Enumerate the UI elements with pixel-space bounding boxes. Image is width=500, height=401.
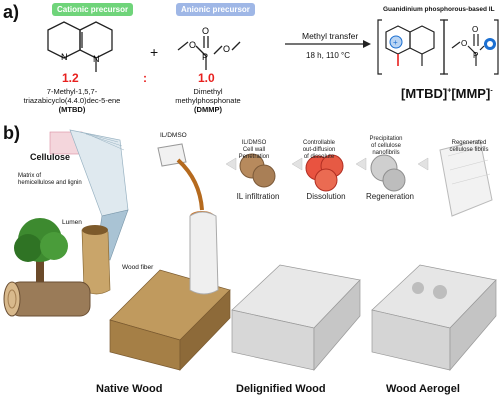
stage-dissolution: Dissolution xyxy=(306,192,346,201)
wood-aerogel-block xyxy=(371,264,497,371)
cellulose-label: Cellulose xyxy=(30,152,71,162)
dmmp-o1: O xyxy=(189,40,196,50)
anion-o2: O xyxy=(472,25,478,34)
plus-sign: + xyxy=(150,44,159,60)
stage-regeneration: Regeneration xyxy=(365,192,415,201)
anion-o1: O xyxy=(461,39,467,48)
delignified-wood-tube xyxy=(189,211,219,295)
wood-aerogel-label: Wood Aerogel xyxy=(386,383,460,395)
wood-fiber-label: Wood fiber xyxy=(122,264,154,271)
panel-b-illustration xyxy=(3,129,497,371)
anionic-badge: Anionic precursor xyxy=(176,3,255,16)
ratio-colon: : xyxy=(143,71,147,85)
anion-p: P xyxy=(473,51,478,60)
cation-structure xyxy=(385,25,435,66)
reaction-arrowhead xyxy=(363,40,371,48)
panel-b-label: b) xyxy=(3,123,20,143)
process-arrows xyxy=(225,157,429,171)
delignified-wood-block xyxy=(231,264,361,371)
anion-name: Dimethyl methylphosphonate (DMMP) xyxy=(175,87,241,114)
il-dmso-label: IL/DMSO xyxy=(160,132,187,139)
native-wood-label: Native Wood xyxy=(96,383,163,395)
dmmp-o2: O xyxy=(223,44,230,54)
mtbd-n1: N xyxy=(61,52,68,62)
cation-plus: + xyxy=(393,38,398,47)
tree-icon xyxy=(14,218,68,290)
lumen-label: Lumen xyxy=(62,219,82,226)
panel-a-structures: N N O O O P xyxy=(47,19,499,75)
cation-ratio: 1.2 xyxy=(62,71,79,85)
stage-il-infiltration: IL infiltration xyxy=(236,192,280,201)
dmmp-o3: O xyxy=(202,26,209,36)
product-brackets xyxy=(377,19,499,75)
log-icon xyxy=(3,281,91,317)
matrix-label: Matrix of hemicellulose and lignin xyxy=(18,173,82,186)
wood-fiber-tube xyxy=(81,225,111,295)
reaction-condition-bottom: 18 h, 110 °C xyxy=(306,51,350,60)
cation-charge-icon xyxy=(389,35,403,49)
dmmp-structure xyxy=(177,36,241,70)
mtbd-structure xyxy=(47,21,113,72)
delignified-wood-label: Delignified Wood xyxy=(236,383,326,395)
anion-structure xyxy=(451,34,485,66)
stage-cells xyxy=(239,139,493,217)
beaker-icon xyxy=(157,143,214,221)
mtbd-n2: N xyxy=(93,54,100,64)
dmmp-p: P xyxy=(202,52,208,62)
product-name: [MTBD]+[MMP]- xyxy=(401,86,493,101)
cationic-badge: Cationic precursor xyxy=(52,3,134,16)
panel-a-label: a) xyxy=(3,2,20,22)
reaction-condition-top: Methyl transfer xyxy=(302,31,359,41)
cation-name: 7-Methyl-1,5,7- triazabicyclo(4.4.0)dec-… xyxy=(23,87,121,114)
anion-ratio: 1.0 xyxy=(198,71,215,85)
product-title: Guanidinium phosphorous-based IL xyxy=(383,6,495,13)
